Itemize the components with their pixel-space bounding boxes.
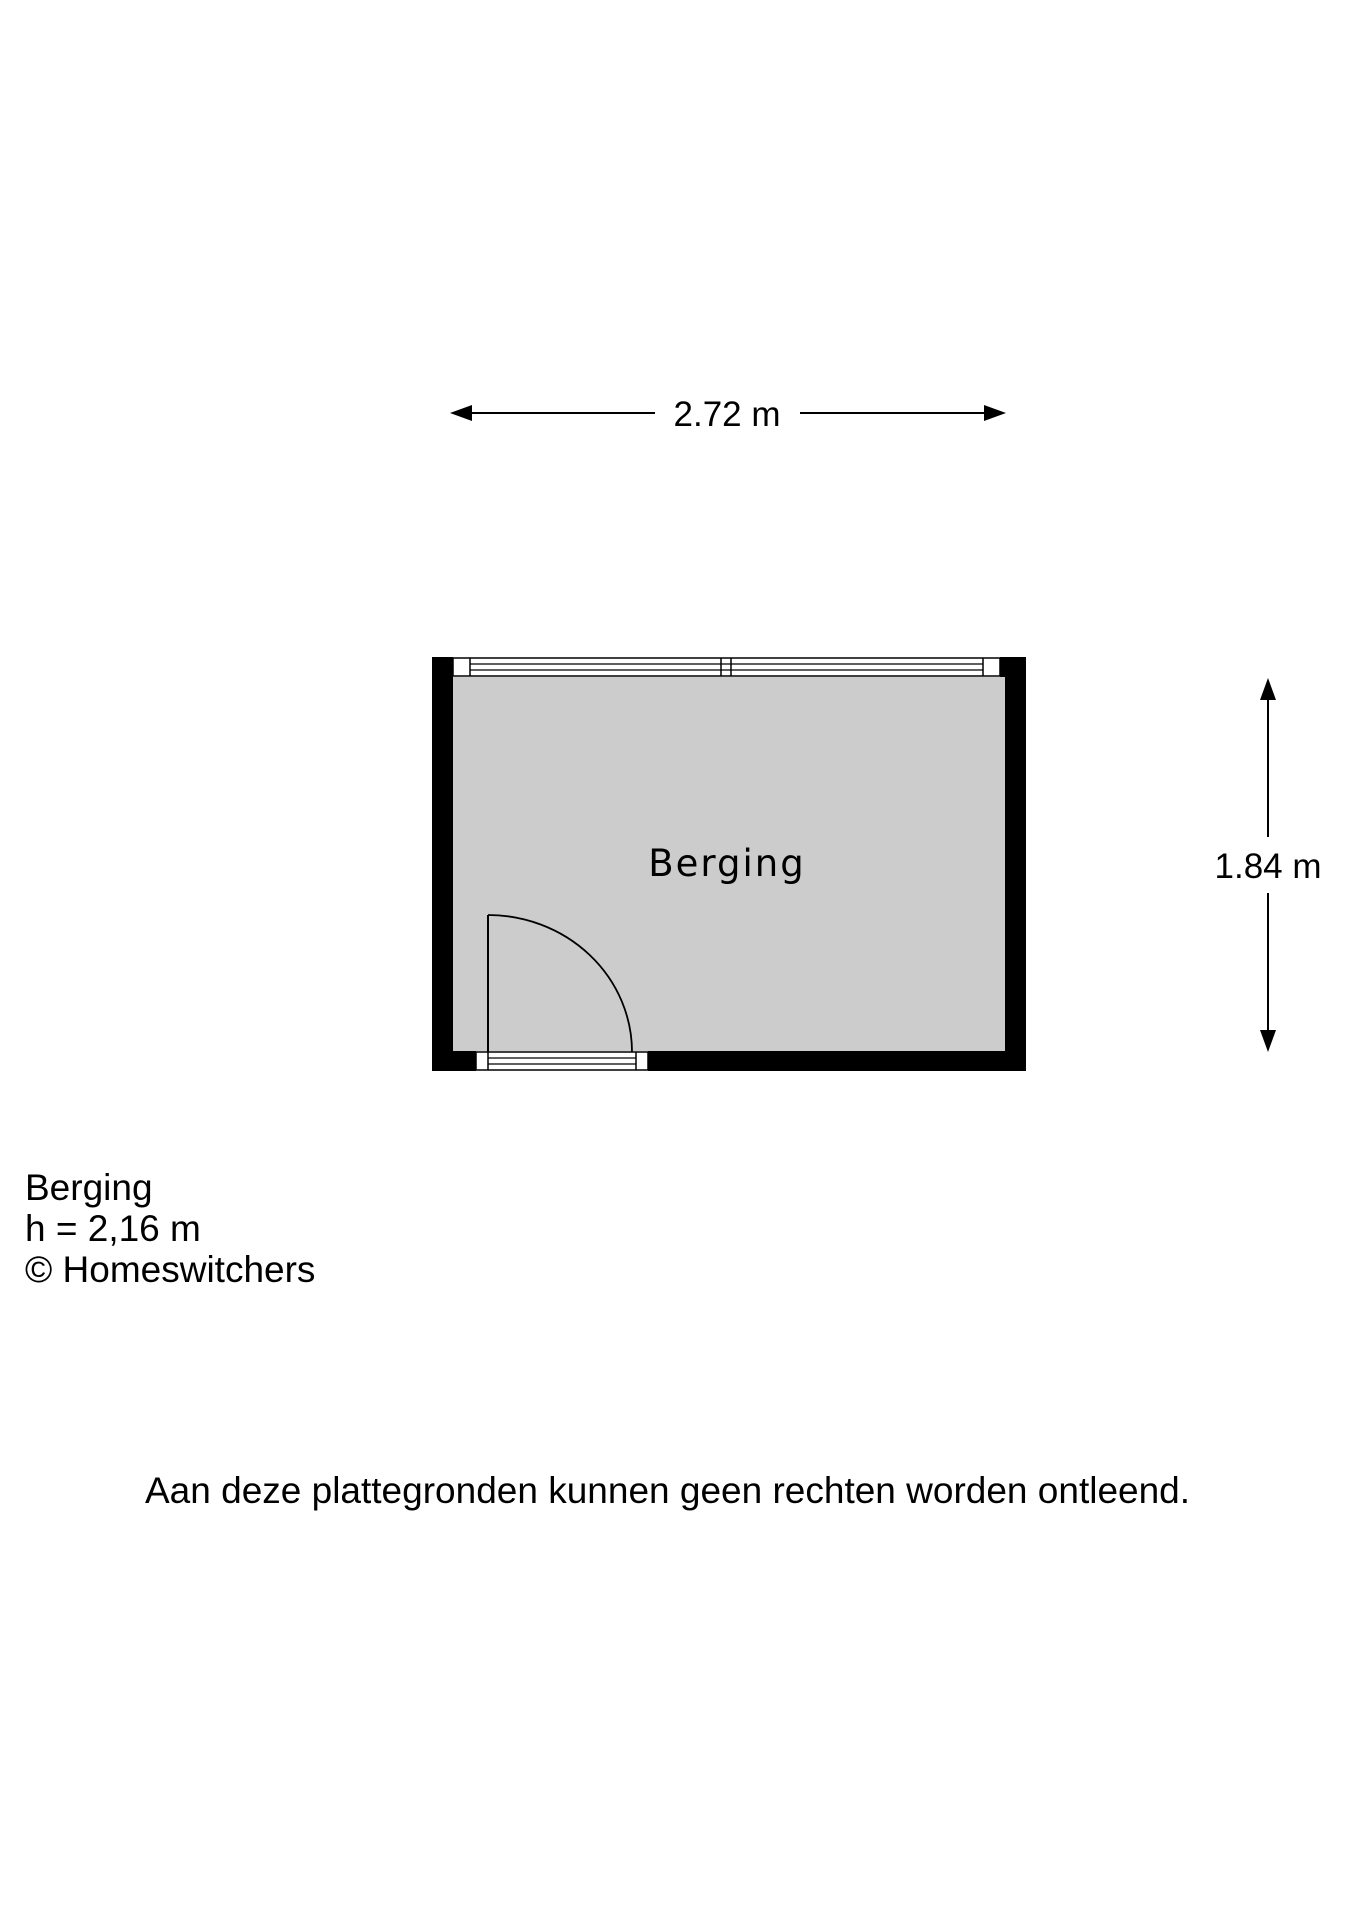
room-label: Berging <box>648 842 805 885</box>
disclaimer-text: Aan deze plattegronden kunnen geen recht… <box>145 1470 1191 1511</box>
height-dimension: 1.84 m <box>1215 678 1322 1052</box>
door-threshold <box>475 1051 649 1071</box>
arrow-left-icon <box>450 405 472 421</box>
width-dimension: 2.72 m <box>450 395 1006 434</box>
height-label: 1.84 m <box>1215 847 1322 886</box>
wall-top-right-post <box>1000 657 1026 677</box>
arrow-up-icon <box>1260 678 1276 700</box>
room-floor <box>453 677 1005 1051</box>
width-label: 2.72 m <box>674 395 781 434</box>
walls <box>432 657 1026 1071</box>
info-copyright: © Homeswitchers <box>25 1249 316 1290</box>
info-room-name: Berging <box>25 1167 153 1208</box>
wall-bottom-right <box>648 1051 1026 1071</box>
wall-left <box>432 657 453 1071</box>
wall-right <box>1005 657 1026 1071</box>
info-ceiling-height: h = 2,16 m <box>25 1208 201 1249</box>
arrow-right-icon <box>984 405 1006 421</box>
window-top <box>452 657 1001 677</box>
arrow-down-icon <box>1260 1030 1276 1052</box>
door-swing-icon <box>487 914 633 1053</box>
wall-top-left-post <box>432 657 453 677</box>
wall-bottom-left-post <box>432 1051 476 1071</box>
room-info: Berging h = 2,16 m © Homeswitchers <box>25 1167 315 1290</box>
